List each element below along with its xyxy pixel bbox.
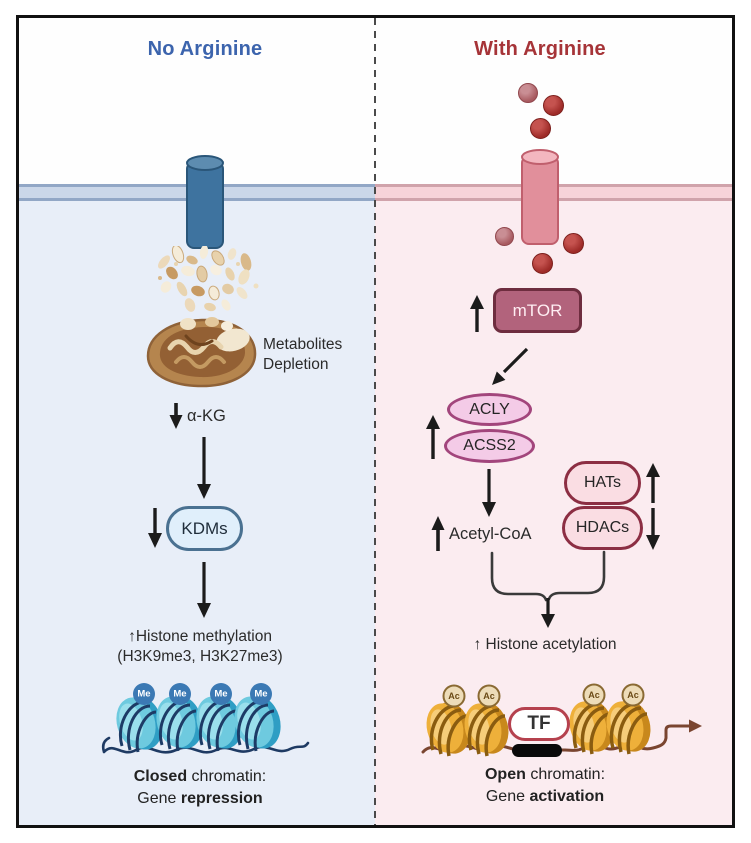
arginine-molecule-icon bbox=[495, 227, 514, 246]
nucleosome-ac-unit: Ac bbox=[426, 684, 471, 757]
left-transporter-icon bbox=[186, 155, 224, 249]
svg-text:Me: Me bbox=[137, 689, 150, 700]
arginine-molecule-icon bbox=[530, 118, 551, 139]
nucleosome-ac-unit: Ac bbox=[464, 684, 509, 757]
histone-methylation-label: ↑Histone methylation (H3K9me3, H3K27me3) bbox=[117, 628, 283, 665]
damaged-mitochondria-icon bbox=[146, 246, 259, 388]
acly-label: ACLY bbox=[469, 400, 510, 418]
metabolite-fragments bbox=[158, 246, 259, 312]
svg-text:Ac: Ac bbox=[448, 691, 460, 701]
svg-text:Me: Me bbox=[214, 689, 227, 700]
hats-node: HATs bbox=[564, 461, 641, 505]
svg-text:Me: Me bbox=[254, 689, 267, 700]
panel-divider-dashed-line bbox=[374, 18, 376, 825]
acss2-label: ACSS2 bbox=[463, 437, 516, 454]
alpha-kg-label: α-KG bbox=[187, 406, 226, 425]
flow-arrow-diagonal bbox=[492, 347, 529, 385]
hats-label: HATs bbox=[583, 474, 622, 491]
svg-text:Ac: Ac bbox=[588, 690, 600, 700]
open-chromatin-icon: Ac Ac Ac bbox=[421, 683, 702, 757]
flow-arrow-down bbox=[197, 437, 211, 499]
hdacs-node: HDACs bbox=[562, 506, 643, 550]
mtor-label: mTOR bbox=[512, 300, 563, 320]
kdms-label: KDMs bbox=[181, 518, 228, 538]
right-panel-title: With Arginine bbox=[474, 38, 606, 60]
hats-increase-arrow-icon bbox=[646, 463, 660, 503]
left-panel-title: No Arginine bbox=[147, 38, 263, 60]
closed-chromatin-icon: Me Me Me bbox=[101, 683, 310, 754]
nucleosome-me-unit: Me bbox=[234, 683, 281, 752]
tf-label: TF bbox=[527, 713, 551, 734]
closed-chromatin-caption: Closed chromatin: Gene repression bbox=[133, 768, 267, 807]
kdms-node: KDMs bbox=[166, 506, 243, 551]
acetyl-coa-row: Acetyl-CoA bbox=[430, 514, 532, 554]
open-chromatin-caption: Open chromatin: Gene activation bbox=[484, 766, 606, 805]
flow-arrow-down bbox=[482, 469, 496, 517]
histone-acetylation-label: ↑ Histone acetylation bbox=[473, 636, 617, 653]
svg-text:Ac: Ac bbox=[627, 690, 639, 700]
acetyl-coa-label: Acetyl-CoA bbox=[449, 524, 532, 543]
down-arrow-icon bbox=[169, 403, 183, 429]
acss2-node: ACSS2 bbox=[444, 429, 535, 463]
transcription-arrowhead bbox=[689, 719, 702, 733]
right-transporter-icon bbox=[521, 149, 559, 245]
nucleosome-ac-unit: Ac bbox=[569, 683, 614, 755]
converging-arrow bbox=[490, 550, 606, 628]
alpha-kg-row: α-KG bbox=[168, 400, 226, 432]
nucleosome-me-unit: Me bbox=[116, 683, 163, 753]
metabolites-depletion-label: Metabolites Depletion bbox=[263, 336, 343, 373]
nucleosome-me-unit: Me bbox=[156, 683, 203, 752]
nucleosome-ac-unit: Ac bbox=[606, 683, 651, 755]
kdms-decrease-arrow-icon bbox=[148, 508, 162, 548]
arginine-molecule-icon bbox=[543, 95, 564, 116]
svg-text:Ac: Ac bbox=[483, 691, 495, 701]
tf-node: TF bbox=[508, 707, 570, 741]
nucleosome-me-unit: Me bbox=[196, 683, 243, 752]
dna-strand bbox=[101, 736, 310, 754]
promoter-bar bbox=[512, 744, 562, 757]
arginine-molecule-icon bbox=[518, 83, 538, 103]
arginine-molecule-icon bbox=[532, 253, 553, 274]
acly-acss2-increase-arrow-icon bbox=[426, 415, 440, 459]
hdacs-decrease-arrow-icon bbox=[646, 508, 660, 550]
mtor-node: mTOR bbox=[493, 288, 582, 333]
hdacs-label: HDACs bbox=[575, 519, 630, 536]
mitochondria-body bbox=[146, 317, 257, 388]
svg-text:Me: Me bbox=[173, 689, 186, 700]
mtor-increase-arrow-icon bbox=[470, 295, 484, 332]
up-arrow-icon bbox=[431, 516, 445, 551]
arginine-molecule-icon bbox=[563, 233, 584, 254]
acly-node: ACLY bbox=[447, 393, 532, 426]
flow-arrow-down bbox=[197, 562, 211, 618]
